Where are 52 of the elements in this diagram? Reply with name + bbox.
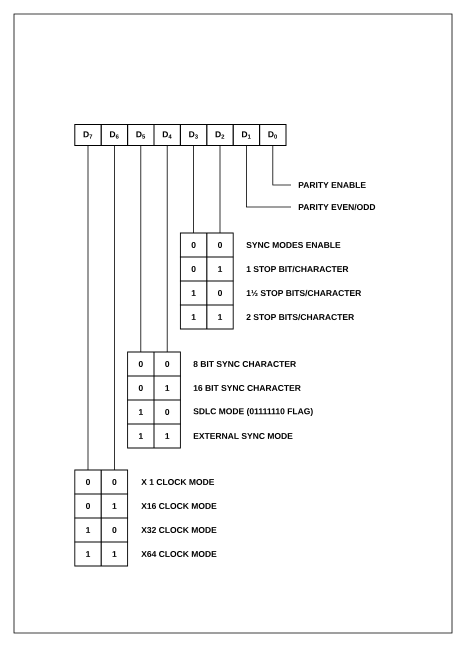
bit-cell: D$_{3}$ <box>180 124 208 146</box>
mode-description: 2 STOP BITS/CHARACTER <box>246 314 354 320</box>
mode-description: 1½ STOP BITS/CHARACTER <box>246 290 362 296</box>
mode-description: X64 CLOCK MODE <box>141 551 216 557</box>
bit-line <box>193 146 194 233</box>
value-cell: 1 <box>74 542 102 566</box>
value-cell: 0 <box>154 352 181 376</box>
value-cell: 1 <box>74 518 102 542</box>
value-cell: 0 <box>74 494 102 518</box>
value-cell: 1 <box>206 256 234 282</box>
leader-line <box>272 146 292 186</box>
bit-cell: D$_{2}$ <box>206 124 234 146</box>
leader-line <box>246 146 292 208</box>
bit-cell: D$_{7}$ <box>74 124 102 146</box>
mode-description: EXTERNAL SYNC MODE <box>194 433 292 439</box>
mode-description: X32 CLOCK MODE <box>141 527 216 534</box>
mode-description: 1 STOP BIT/CHARACTER <box>246 266 348 272</box>
bit-description: PARITY EVEN/ODD <box>298 204 376 210</box>
value-cell: 0 <box>100 470 128 494</box>
mode-description: 16 BIT SYNC CHARACTER <box>194 385 301 391</box>
value-cell: 1 <box>100 542 128 566</box>
mode-description: SYNC MODES ENABLE <box>246 242 340 248</box>
value-cell: 1 <box>180 304 208 330</box>
value-cell: 1 <box>154 376 181 400</box>
value-cell: 0 <box>180 256 208 282</box>
value-cell: 0 <box>206 232 234 258</box>
mode-description: X 1 CLOCK MODE <box>141 479 214 485</box>
value-cell: 0 <box>206 280 234 306</box>
value-cell: 0 <box>180 232 208 258</box>
bit-cell: D$_{1}$ <box>232 124 260 146</box>
value-cell: 0 <box>127 352 154 376</box>
value-cell: 1 <box>127 400 154 424</box>
mode-description: SDLC MODE (01111110 FLAG) <box>193 408 313 416</box>
value-cell: 0 <box>127 376 154 400</box>
value-cell: 0 <box>100 518 128 542</box>
bit-description: PARITY ENABLE <box>298 182 366 188</box>
bit-line <box>114 146 115 470</box>
value-cell: 1 <box>127 424 154 448</box>
mode-description: 8 BIT SYNC CHARACTER <box>193 361 296 367</box>
bit-line <box>166 146 168 352</box>
bit-cell: D$_{4}$ <box>154 124 181 146</box>
bit-cell: D$_{5}$ <box>127 124 154 146</box>
bit-cell: D$_{0}$ <box>259 124 286 146</box>
value-cell: 0 <box>74 470 102 494</box>
bit-line <box>140 146 142 352</box>
value-cell: 0 <box>154 400 181 424</box>
value-cell: 1 <box>154 424 181 448</box>
value-cell: 1 <box>100 494 128 518</box>
bit-cell: D$_{6}$ <box>100 124 128 146</box>
value-cell: 1 <box>206 304 234 330</box>
value-cell: 1 <box>180 280 208 306</box>
mode-description: X16 CLOCK MODE <box>141 503 216 509</box>
